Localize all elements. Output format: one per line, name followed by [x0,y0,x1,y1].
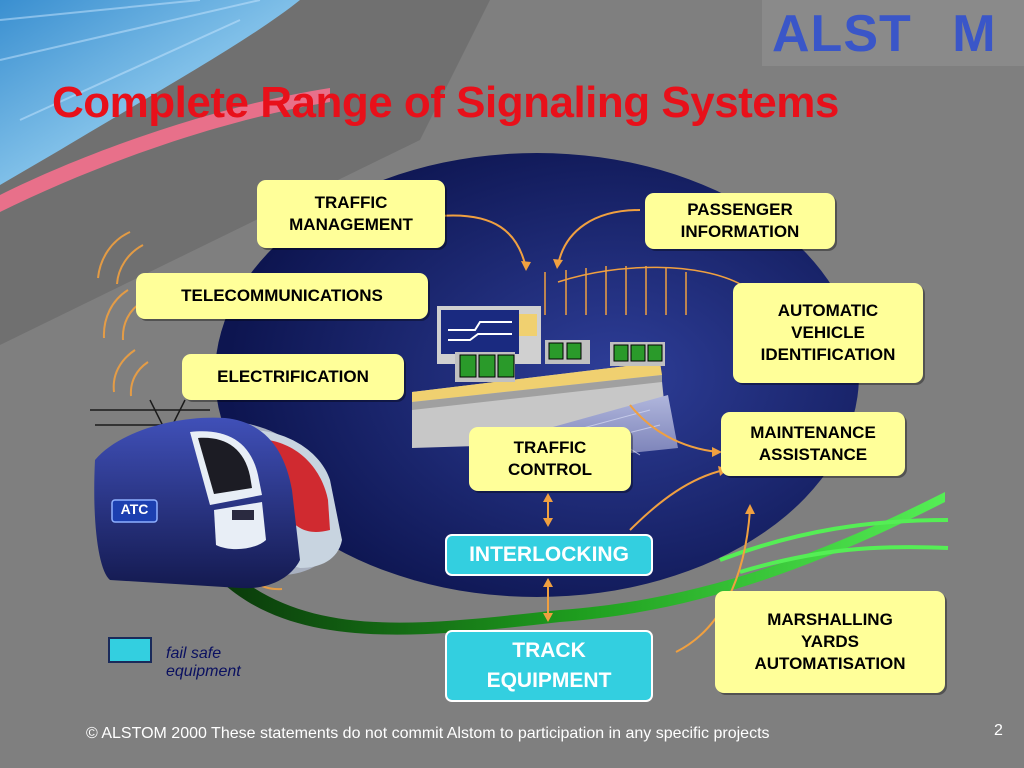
logo-part-2: M [952,5,997,63]
fail-safe-legend-swatch [108,637,152,663]
alstom-logo: ALSTOM [772,4,997,64]
electrification-box: ELECTRIFICATION [182,354,404,400]
slide-title: Complete Range of Signaling Systems [52,78,839,127]
track-equipment-box: TRACK EQUIPMENT [445,630,653,702]
maintenance-assistance-box: MAINTENANCE ASSISTANCE [721,412,905,476]
traffic-control-box: TRAFFIC CONTROL [469,427,631,491]
logo-part-1: ALST [772,5,911,63]
interlocking-box: INTERLOCKING [445,534,653,576]
logo-panel [762,0,1024,66]
atc-label: ATC [120,501,149,517]
automatic-vehicle-identification-box: AUTOMATIC VEHICLE IDENTIFICATION [733,283,923,383]
marshalling-yards-box: MARSHALLING YARDS AUTOMATISATION [715,591,945,693]
footer-disclaimer: © ALSTOM 2000 These statements do not co… [86,725,770,742]
page-number: 2 [994,722,1003,739]
traffic-management-box: TRAFFIC MANAGEMENT [257,180,445,248]
passenger-information-box: PASSENGER INFORMATION [645,193,835,249]
telecommunications-box: TELECOMMUNICATIONS [136,273,428,319]
fail-safe-legend-label: fail safe equipment [166,645,241,680]
